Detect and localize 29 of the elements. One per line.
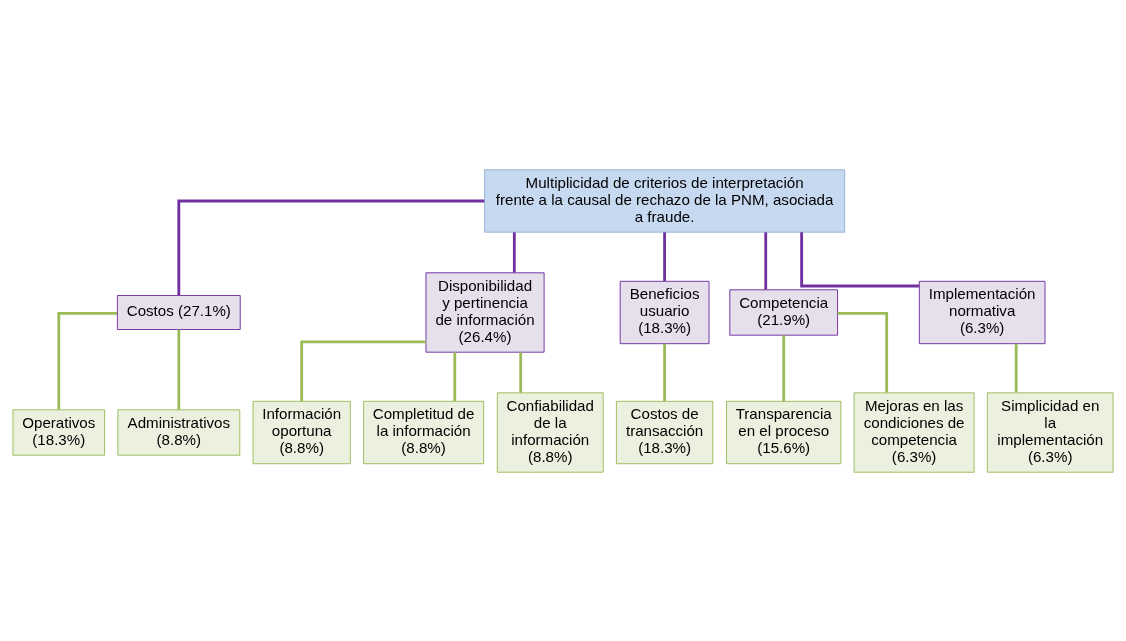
node-box: Operativos (18.3%) <box>12 408 106 456</box>
node-box: Costos (27.1%) <box>116 294 241 330</box>
node-box: Multiplicidad de criterios de interpretación frente a la causal de rechazo de la PNM, asociada a fraude. <box>484 168 846 233</box>
connector <box>663 231 666 281</box>
connector <box>519 351 523 393</box>
connector <box>764 231 768 289</box>
connector <box>512 231 516 273</box>
connector <box>800 231 920 287</box>
node-box: Información oportuna (8.8%) <box>252 400 351 464</box>
connector <box>453 351 457 401</box>
node-box: Simplicidad en la implementación (6.3%) <box>986 391 1114 473</box>
connector <box>177 199 485 295</box>
node-box: Confiabilidad de la información (8.8%) <box>496 391 604 473</box>
connector <box>177 329 181 410</box>
connector <box>300 339 426 401</box>
node-box: Beneficios usuario (18.3%) <box>619 280 710 344</box>
connector <box>57 311 118 410</box>
connector <box>782 334 786 401</box>
node-box: Disponibilidad y pertinencia de información (26.4%) <box>425 271 545 353</box>
connector <box>837 311 889 393</box>
node-box: Costos de transacción (18.3%) <box>615 400 714 464</box>
node-box: Completitud de la información (8.8%) <box>363 400 485 464</box>
node-box: Mejoras en las condiciones de competencia (6.3%) <box>853 391 975 473</box>
node-box: Implementación normativa (6.3%) <box>918 280 1046 344</box>
node-box: Administrativos (8.8%) <box>117 408 241 456</box>
node-box: Transparencia en el proceso (15.6%) <box>726 400 842 464</box>
connector <box>663 343 666 401</box>
connector <box>1014 343 1018 392</box>
node-box: Competencia (21.9%) <box>729 288 839 336</box>
